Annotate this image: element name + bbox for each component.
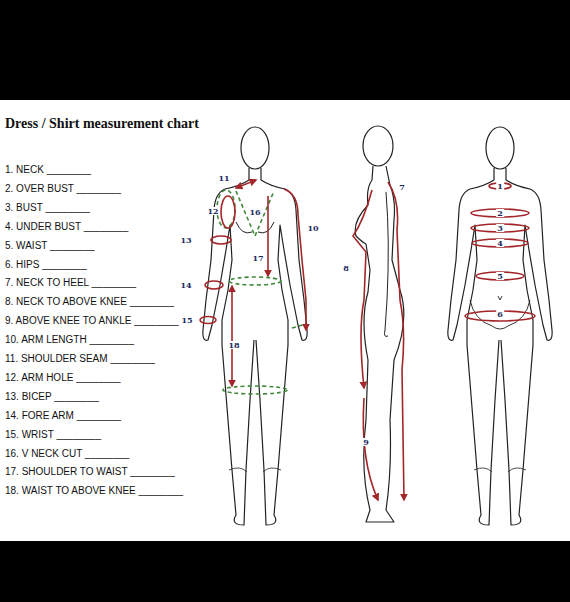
measurement-item: 3. BUST ________ (5, 202, 90, 213)
callout-number: 10 (306, 224, 319, 232)
chart-title: Dress / Shirt measurement chart (5, 116, 199, 132)
callout-number: 13 (179, 236, 192, 244)
callout-number: 18 (227, 341, 240, 349)
measurement-item: 4. UNDER BUST ________ (5, 221, 128, 232)
callout-number: 16 (248, 208, 261, 216)
callout-number: 17 (251, 254, 264, 262)
callout-number: 5 (496, 272, 504, 280)
callout-number: 14 (179, 281, 192, 289)
measurement-item: 5. WAIST ________ (5, 240, 95, 251)
callout-number: 1 (496, 182, 504, 190)
measurement-item: 10. ARM LENGTH ________ (5, 334, 134, 345)
callout-number: 8 (342, 264, 350, 272)
measurement-item: 16. V NECK CUT ________ (5, 448, 129, 459)
callout-number: 2 (496, 209, 504, 217)
callout-number: 4 (496, 239, 504, 247)
callout-number: 15 (180, 316, 193, 324)
top-bar (0, 0, 570, 100)
measurement-item: 9. ABOVE KNEE TO ANKLE ________ (5, 315, 179, 326)
callout-number: 12 (206, 207, 219, 215)
bottom-bar (0, 541, 570, 602)
measurement-item: 13. BICEP ________ (5, 391, 99, 402)
callout-number: 3 (496, 224, 504, 232)
callout-number: 7 (398, 183, 406, 191)
measurement-item: 14. FORE ARM ________ (5, 410, 121, 421)
measurement-item: 2. OVER BUST ________ (5, 183, 121, 194)
measurement-item: 8. NECK TO ABOVE KNEE ________ (5, 296, 174, 307)
callout-number: 9 (362, 438, 370, 446)
measurement-item: 17. SHOULDER TO WAIST ________ (5, 466, 175, 477)
measurement-item: 6. HIPS ________ (5, 259, 87, 270)
measurement-item: 18. WAIST TO ABOVE KNEE ________ (5, 485, 183, 496)
measurement-item: 11. SHOULDER SEAM ________ (5, 353, 155, 364)
measurement-item: 15. WRIST ________ (5, 429, 101, 440)
measurement-item: 1. NECK ________ (5, 164, 91, 175)
callout-number: 6 (496, 310, 504, 318)
callout-number: 11 (217, 174, 230, 182)
measurement-item: 7. NECK TO HEEL ________ (5, 277, 136, 288)
measurement-item: 12. ARM HOLE ________ (5, 372, 121, 383)
